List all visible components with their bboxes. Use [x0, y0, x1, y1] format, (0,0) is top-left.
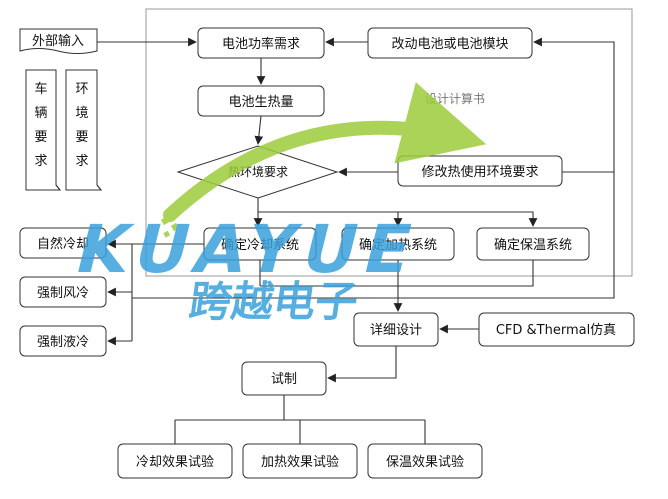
battery-heat-node: 电池生热量: [197, 85, 325, 117]
forced-liquid-node: 强制液冷: [19, 325, 107, 357]
insulation-system-label: 确定保温系统: [494, 238, 572, 253]
battery-heat-label: 电池生热量: [228, 95, 293, 110]
insulation-test-node: 保温效果试验: [367, 443, 483, 479]
vehicle-req-node: 车 辆 要 求: [25, 69, 62, 191]
cfd-label: CFD &Thermal仿真: [496, 323, 616, 338]
forced-air-label: 强制风冷: [37, 286, 89, 301]
heating-test-node: 加热效果试验: [242, 443, 358, 479]
modify-env-label: 修改热使用环境要求: [421, 164, 538, 180]
env-req-char: 求: [75, 154, 88, 169]
cooling-system-node: 确定冷却系统: [203, 227, 317, 261]
forced-liquid-label: 强制液冷: [37, 335, 89, 350]
external-input-label: 外部输入: [32, 33, 84, 49]
heating-test-label: 加热效果试验: [261, 454, 339, 470]
battery-power-node: 电池功率需求: [197, 27, 325, 59]
watermark-dots: [145, 216, 180, 242]
change-battery-label: 改动电池或电池模块: [391, 37, 508, 52]
natural-cooling-node: 自然冷却: [19, 227, 107, 259]
arrow-modify-to-change: [533, 37, 615, 173]
arrow-detail-to-trial: [327, 346, 397, 383]
heating-system-label: 确定加热系统: [359, 238, 437, 253]
natural-cooling-label: 自然冷却: [37, 236, 89, 252]
vehicle-req-char: 车: [34, 81, 47, 97]
env-req-char: 境: [75, 106, 88, 121]
watermark-brand-latin: KUAYUE: [68, 211, 428, 288]
insulation-merge: [398, 260, 534, 287]
watermark: KUAYUE 跨越电子: [68, 82, 487, 326]
detail-design-label: 详细设计: [370, 323, 422, 338]
vehicle-req-char: 要: [34, 130, 47, 145]
cooling-system-label: 确定冷却系统: [221, 238, 299, 253]
env-req-node: 环 境 要 求: [65, 69, 103, 191]
vehicle-req-char: 求: [34, 154, 47, 169]
change-battery-node: 改动电池或电池模块: [367, 27, 533, 59]
arrow-to-insulation-system: [398, 211, 538, 227]
heating-system-node: 确定加热系统: [341, 227, 455, 261]
cfd-node: CFD &Thermal仿真: [478, 312, 635, 347]
trial-label: 试制: [271, 372, 297, 387]
feedback-line: [132, 172, 615, 299]
env-req-char: 要: [75, 130, 88, 145]
insulation-test-label: 保温效果试验: [386, 454, 464, 470]
forced-air-node: 强制风冷: [19, 276, 107, 308]
trial-node: 试制: [241, 361, 327, 396]
watermark-swoosh: [163, 82, 487, 222]
connectors: [97, 37, 615, 444]
design-book-frame: [145, 8, 633, 277]
env-req-char: 环: [75, 82, 88, 97]
insulation-system-node: 确定保温系统: [476, 227, 590, 261]
detail-design-node: 详细设计: [353, 312, 439, 347]
vehicle-req-char: 辆: [34, 106, 47, 121]
split-line: [257, 198, 398, 213]
modify-env-node: 修改热使用环境要求: [397, 155, 563, 187]
cooling-test-node: 冷却效果试验: [117, 443, 233, 479]
design-book-label: 设计计算书: [425, 91, 485, 106]
watermark-brand-cn: 跨越电子: [186, 277, 361, 326]
external-input-node: 外部输入: [19, 28, 98, 54]
cooling-test-label: 冷却效果试验: [136, 454, 214, 470]
arrow-heat-to-thermal: [254, 115, 264, 145]
battery-power-label: 电池功率需求: [222, 36, 300, 52]
